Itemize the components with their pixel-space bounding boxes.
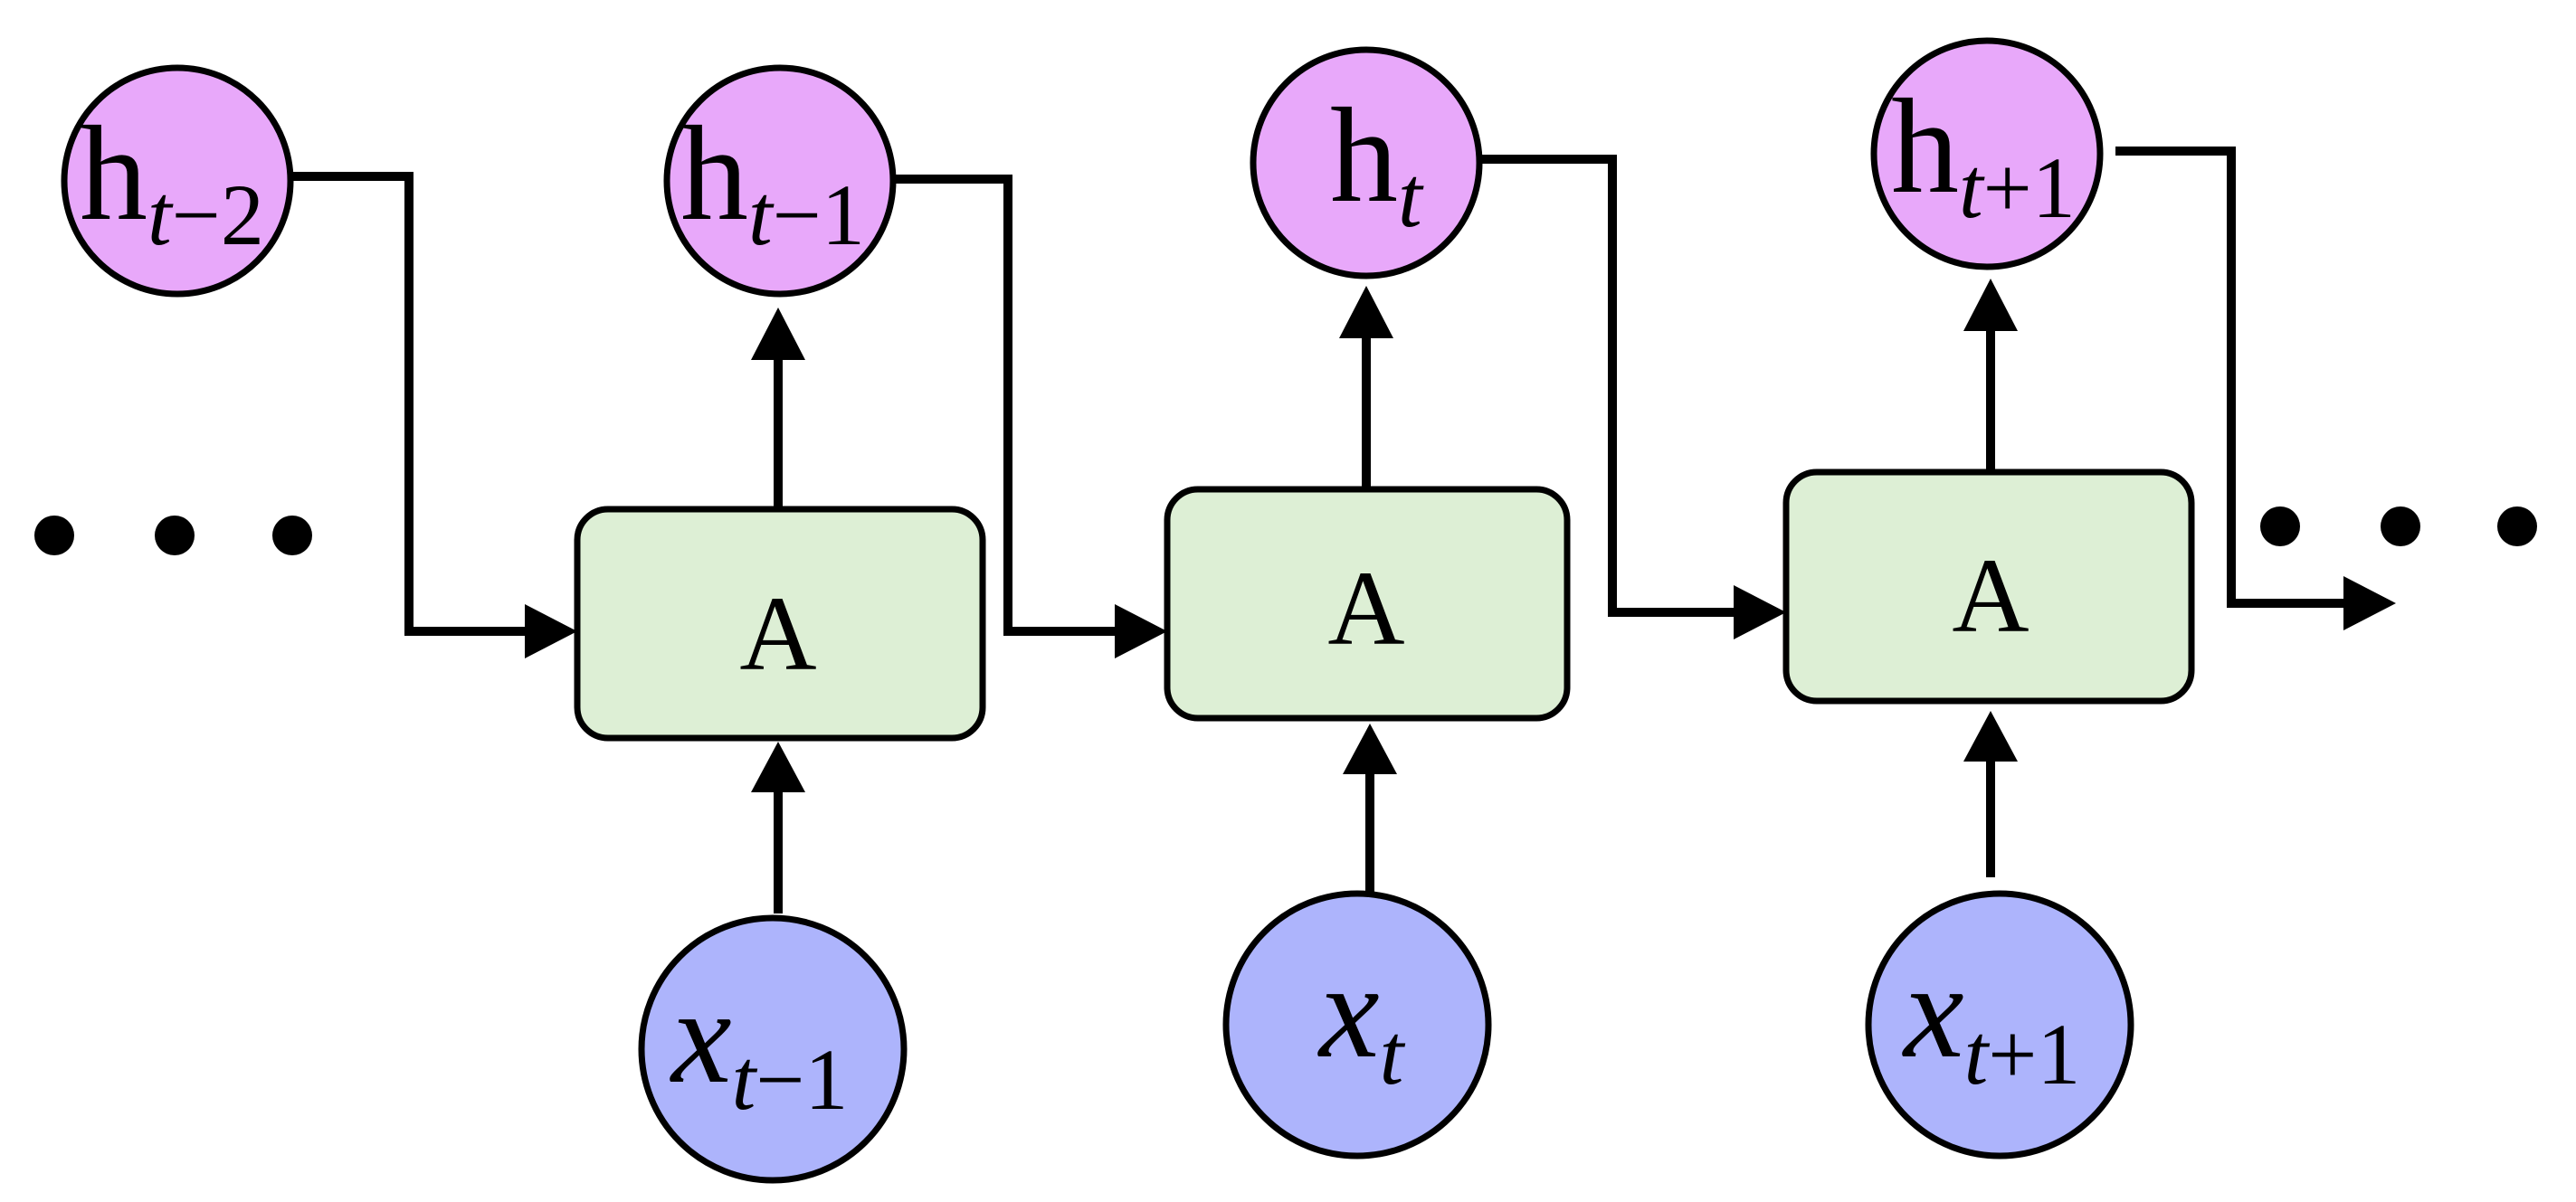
hidden-state-node: ht+1	[1870, 37, 2104, 270]
ellipsis-dot	[155, 516, 195, 555]
arrowhead	[751, 742, 805, 792]
hidden-state-node: ht−1	[663, 64, 897, 298]
arrowhead	[2343, 576, 2396, 630]
hidden-state-label: ht−1	[680, 99, 865, 263]
cell-label: A	[1327, 549, 1404, 667]
vertical-connections	[751, 279, 2018, 913]
input-node: xt+1	[1865, 890, 2134, 1159]
cell-box	[1782, 468, 2195, 705]
cell-label: A	[739, 574, 816, 693]
input-node: xt	[1222, 890, 1492, 1159]
input-label: xt−1	[670, 961, 848, 1128]
ellipsis-right	[2260, 506, 2537, 546]
ellipsis-left	[34, 516, 312, 555]
ellipsis-dot	[34, 516, 74, 555]
arrowhead	[751, 308, 805, 360]
input-label: xt	[1317, 936, 1406, 1103]
hidden-state-circle	[1870, 37, 2104, 270]
cell-label: A	[1952, 536, 2029, 655]
input-circle	[1222, 890, 1492, 1159]
hidden-state-circle	[1250, 46, 1483, 279]
rnn-cell: A	[1164, 486, 1571, 722]
arrowhead	[1343, 724, 1397, 774]
input-circle	[1865, 890, 2134, 1159]
hidden-state-node: ht	[1250, 46, 1483, 279]
arrowhead	[1963, 711, 2018, 762]
ellipsis-dot	[2381, 506, 2420, 546]
recurrent-wire	[2115, 147, 2351, 608]
arrowhead	[1734, 585, 1786, 639]
arrowhead	[1339, 286, 1393, 338]
arrowhead	[1115, 604, 1167, 658]
hidden-state-label: ht+1	[1891, 71, 2076, 236]
recurrent-wire	[1477, 155, 1741, 617]
ellipsis-dot	[2497, 506, 2537, 546]
hidden-state-circle	[663, 64, 897, 298]
cell-box	[1164, 486, 1571, 722]
input-node: xt−1	[638, 914, 908, 1184]
rnn-cell: A	[1782, 468, 2195, 705]
recurrent-connections	[288, 147, 2396, 658]
arrowhead	[525, 604, 577, 658]
input-circle	[638, 914, 908, 1184]
ellipsis-dot	[2260, 506, 2300, 546]
cell-box	[574, 506, 986, 742]
hidden-state-label: ht−2	[80, 99, 264, 263]
rnn-cell: A	[574, 506, 986, 742]
ellipsis-dot	[272, 516, 312, 555]
hidden-state-label: ht	[1330, 80, 1424, 245]
hidden-state-node: ht−2	[61, 64, 294, 298]
recurrent-wire	[892, 175, 1122, 636]
hidden-state-circle	[61, 64, 294, 298]
recurrent-wire	[288, 172, 532, 636]
arrowhead	[1963, 279, 2018, 331]
input-label: xt+1	[1902, 936, 2080, 1103]
